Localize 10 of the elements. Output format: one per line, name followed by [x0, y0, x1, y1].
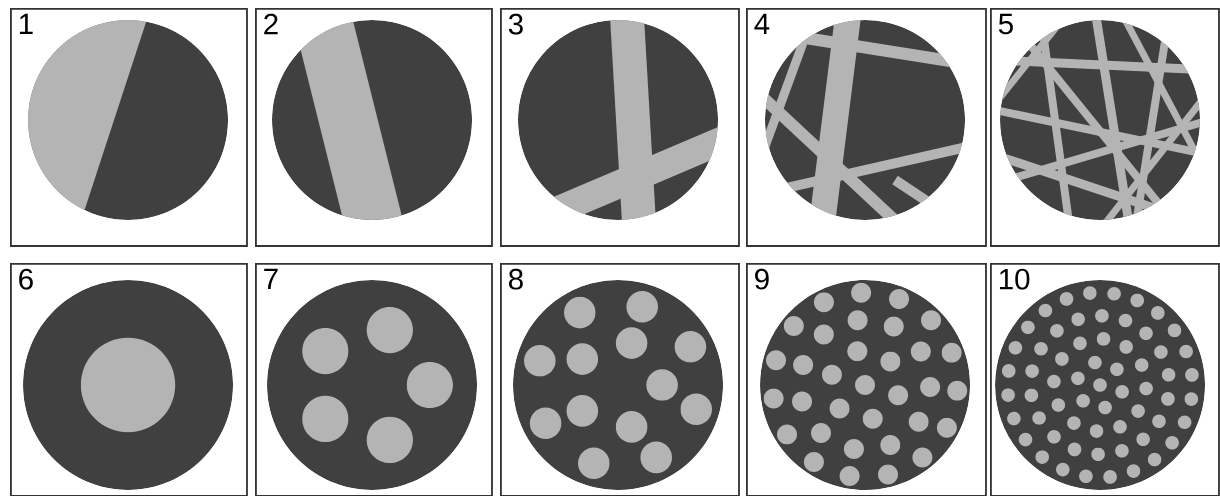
panel: 2	[255, 8, 493, 247]
panel: 7	[255, 263, 493, 496]
panel: 6	[10, 263, 248, 496]
panel: 3	[500, 8, 740, 247]
panel: 8	[500, 263, 740, 496]
panel: 9	[746, 263, 987, 496]
panel: 5	[990, 8, 1220, 247]
panel: 10	[990, 263, 1220, 496]
panel: 1	[10, 8, 248, 247]
panel: 4	[746, 8, 987, 247]
